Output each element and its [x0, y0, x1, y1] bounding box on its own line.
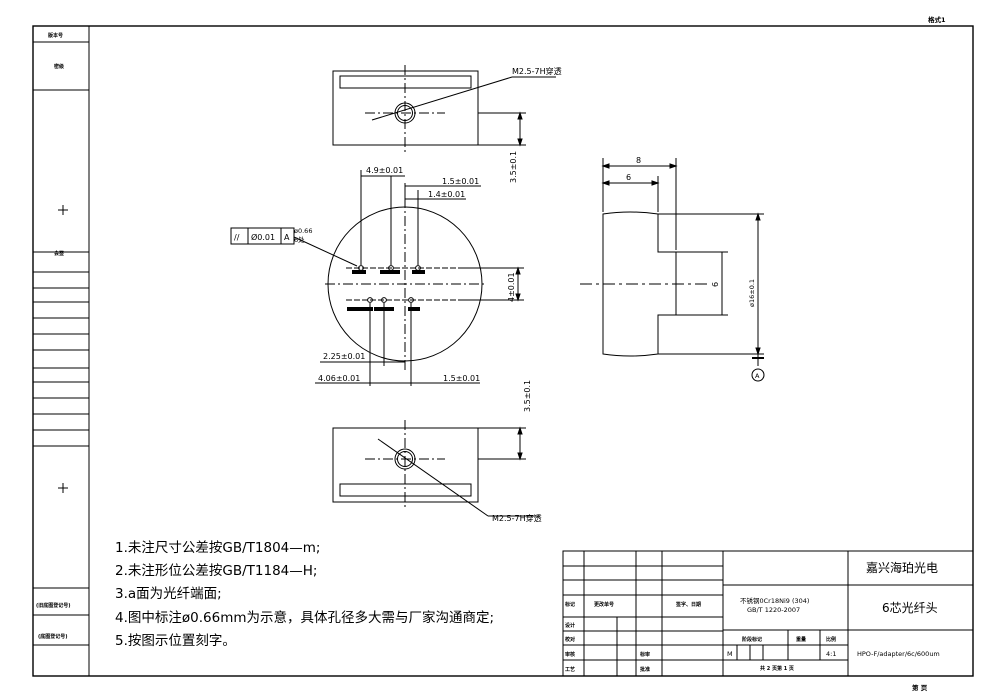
tolerance-symbol: //	[234, 233, 240, 242]
hdr-stage: 阶段标记	[742, 636, 762, 643]
top-view	[332, 65, 556, 152]
hole-labels	[347, 270, 425, 311]
side-dim-inner-6: 6	[711, 282, 720, 287]
sheet-border	[32, 25, 974, 677]
hole-diameter-note: ø0.66	[294, 227, 312, 235]
dim-1-5-bottom: 1.5±0.01	[443, 374, 480, 383]
sheet-count: 共 2 页第 1 页	[760, 665, 794, 672]
hdr-sign-date: 签字、日期	[675, 601, 701, 608]
note-3: 3.a面为光纤端面;	[115, 586, 222, 603]
top-thread-label: M2.5-7H穿透	[512, 66, 562, 76]
version-label: 版本号	[48, 32, 63, 39]
top-height-dim: 3.5±0.1	[509, 151, 518, 183]
remarks-label: 会签	[53, 250, 65, 257]
side-dim-8: 8	[636, 156, 641, 165]
side-view	[580, 158, 765, 382]
side-dim-6: 6	[626, 173, 631, 182]
dim-1-5-top: 1.5±0.01	[442, 177, 479, 186]
scale-value: 4:1	[826, 650, 836, 658]
hdr-design: 设计	[565, 622, 575, 629]
company-name: 嘉兴海珀光电	[866, 560, 938, 575]
part-name: 6芯光纤头	[882, 601, 938, 615]
left-column	[33, 26, 90, 676]
drawing-number: HPO-F/adapter/6c/600um	[857, 650, 940, 658]
hole-count-note: 6处	[294, 235, 305, 244]
tolerance-frame	[230, 227, 295, 245]
note-2: 2.未注形位公差按GB/T1184—H;	[115, 563, 318, 580]
hdr-standardize: 标审	[639, 651, 650, 658]
note-4: 4.图中标注ø0.66mm为示意，具体孔径多大需与厂家沟通商定;	[115, 609, 495, 626]
tolerance-datum: A	[284, 233, 290, 242]
format-label: 格式1	[928, 15, 946, 24]
bottom-height-dim: 3.5±0.1	[523, 380, 532, 412]
bottom-view	[332, 420, 540, 517]
old-drawing-label: (旧底图登记号)	[36, 602, 71, 609]
dim-4: 4±0.01	[507, 272, 516, 302]
dim-1-4: 1.4±0.01	[428, 190, 465, 199]
dim-4-06: 4.06±0.01	[318, 374, 360, 383]
secret-label: 密级	[54, 63, 64, 70]
tolerance-value: Ø0.01	[251, 232, 275, 242]
hdr-scale: 比例	[826, 636, 836, 643]
bottom-thread-label: M2.5-7H穿透	[492, 513, 542, 523]
side-datum-label: A	[755, 372, 760, 380]
hdr-change-doc: 更改单号	[594, 601, 614, 608]
material-line-1: 不锈钢0Cr18Ni9 (304)	[740, 596, 809, 605]
base-drawing-label: (底图登记号)	[38, 633, 68, 640]
title-block	[562, 550, 974, 677]
note-1: 1.未注尺寸公差按GB/T1804—m;	[115, 540, 321, 556]
technical-notes: 1.未注尺寸公差按GB/T1804—m; 2.未注形位公差按GB/T1184—H…	[115, 537, 555, 653]
hdr-weight: 重量	[796, 636, 806, 643]
side-diameter: ø16±0.1	[748, 279, 756, 307]
hdr-review: 审核	[565, 651, 575, 658]
page-label: 第 页	[912, 683, 928, 692]
hdr-mark: 标记	[564, 601, 575, 608]
stage-mark: M	[727, 650, 733, 658]
hdr-check: 校对	[565, 636, 575, 643]
hdr-approve: 批准	[640, 666, 650, 673]
note-5: 5.按图示位置刻字。	[115, 632, 236, 649]
material-line-2: GB/T 1220-2007	[747, 606, 800, 614]
hdr-process: 工艺	[565, 666, 575, 673]
dim-2-25: 2.25±0.01	[323, 352, 365, 361]
front-view	[293, 170, 524, 386]
dim-4-9: 4.9±0.01	[366, 166, 403, 175]
